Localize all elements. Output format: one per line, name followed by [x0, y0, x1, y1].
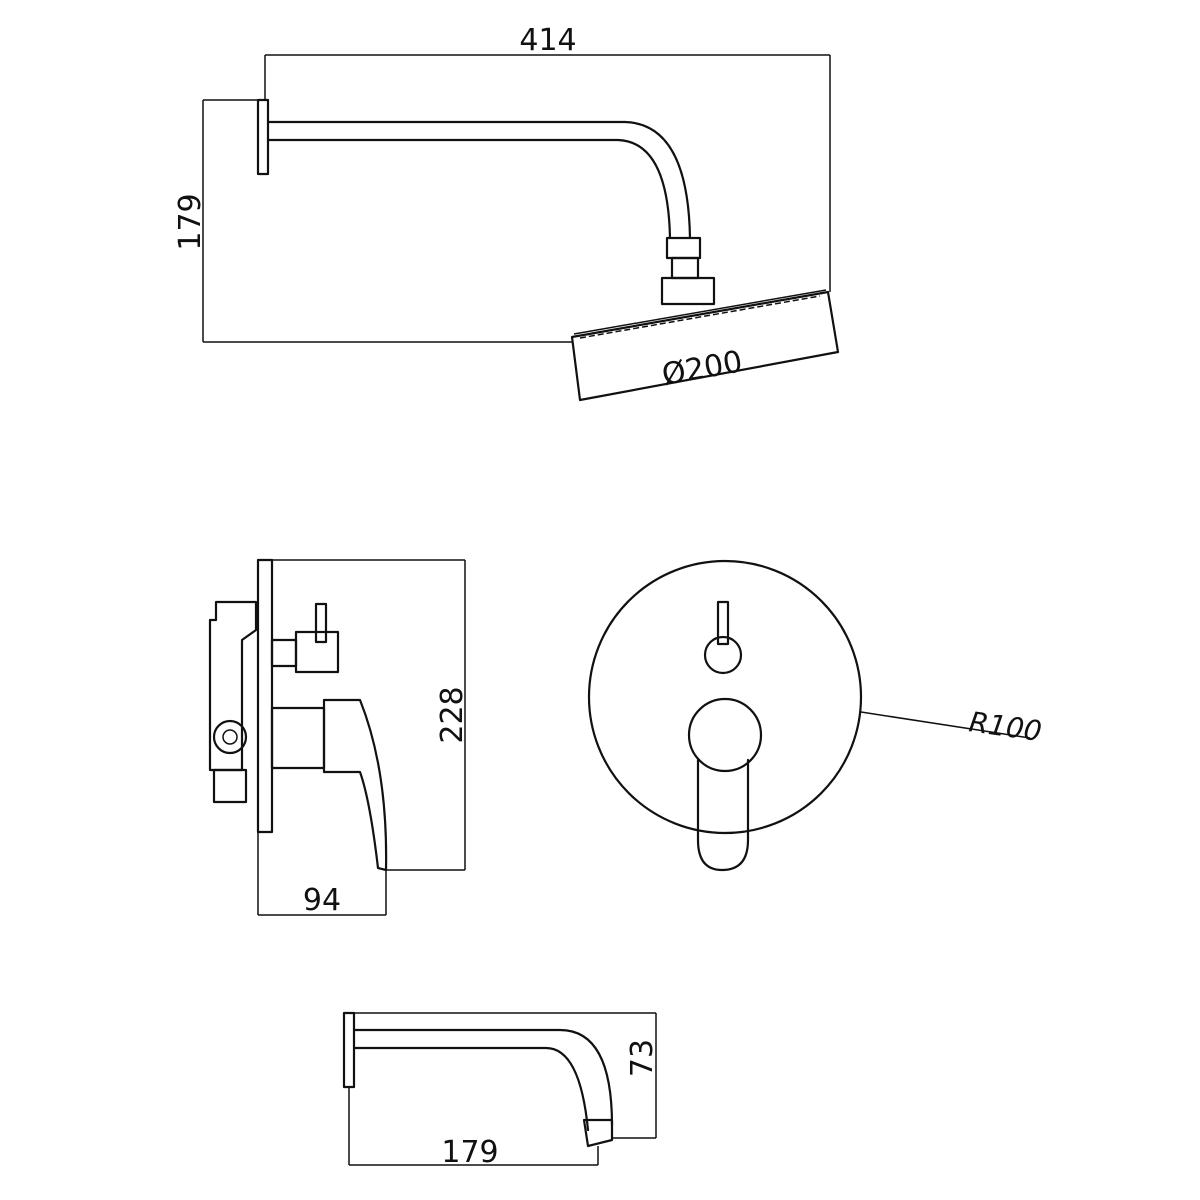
diverter-collar	[270, 638, 298, 668]
spout-length-label: 179	[441, 1135, 498, 1170]
spout-height-label: 73	[625, 1039, 660, 1077]
valve-front-view: R100	[587, 559, 1044, 872]
dim-spout-height: 73	[354, 1012, 660, 1139]
diverter-pin	[314, 602, 328, 644]
spout-outlet	[582, 1118, 614, 1148]
lever-hub	[687, 697, 763, 773]
valve-height-label: 228	[435, 686, 470, 743]
arm-bottom-edge	[266, 138, 672, 240]
wall-flange	[256, 98, 270, 176]
dim-valve-height: 228	[272, 559, 470, 871]
shower-head-face	[573, 289, 827, 335]
diverter-stem	[716, 600, 730, 646]
head-diameter-label: Ø200	[659, 344, 745, 393]
shower-head-nozzles	[579, 295, 821, 339]
dim-spout-length: 179	[348, 1087, 599, 1170]
inlet-fitting-inner	[222, 729, 238, 745]
shower-arm-view: Ø200	[256, 98, 840, 402]
connector-nut	[665, 236, 702, 260]
valve-side-view	[208, 558, 388, 872]
cover-plate	[587, 559, 863, 835]
lever-front	[696, 758, 750, 872]
dim-valve-depth: 94	[257, 832, 387, 918]
spout-flange	[342, 1011, 356, 1089]
dim-arm-drop: 179	[173, 99, 572, 343]
arm-length-label: 414	[519, 23, 576, 58]
inlet-fitting	[212, 719, 248, 755]
dim-arm-length: 414	[264, 23, 831, 292]
faceplate	[256, 558, 274, 834]
swivel-joint	[660, 276, 716, 306]
plate-radius-label: R100	[967, 705, 1044, 748]
radius-leader	[860, 711, 1031, 739]
connector-body	[670, 256, 700, 280]
arm-top-edge	[266, 120, 692, 240]
spout-view	[342, 1011, 614, 1148]
spout-top-edge	[352, 1028, 614, 1127]
lever-base	[270, 706, 326, 770]
arm-drop-label: 179	[173, 193, 208, 250]
outlet-fitting	[212, 768, 248, 804]
diverter-button	[703, 635, 743, 675]
valve-depth-label: 94	[303, 883, 341, 918]
lever-handle	[322, 698, 388, 872]
shower-head	[570, 290, 840, 402]
spout-bottom-edge	[352, 1046, 590, 1132]
